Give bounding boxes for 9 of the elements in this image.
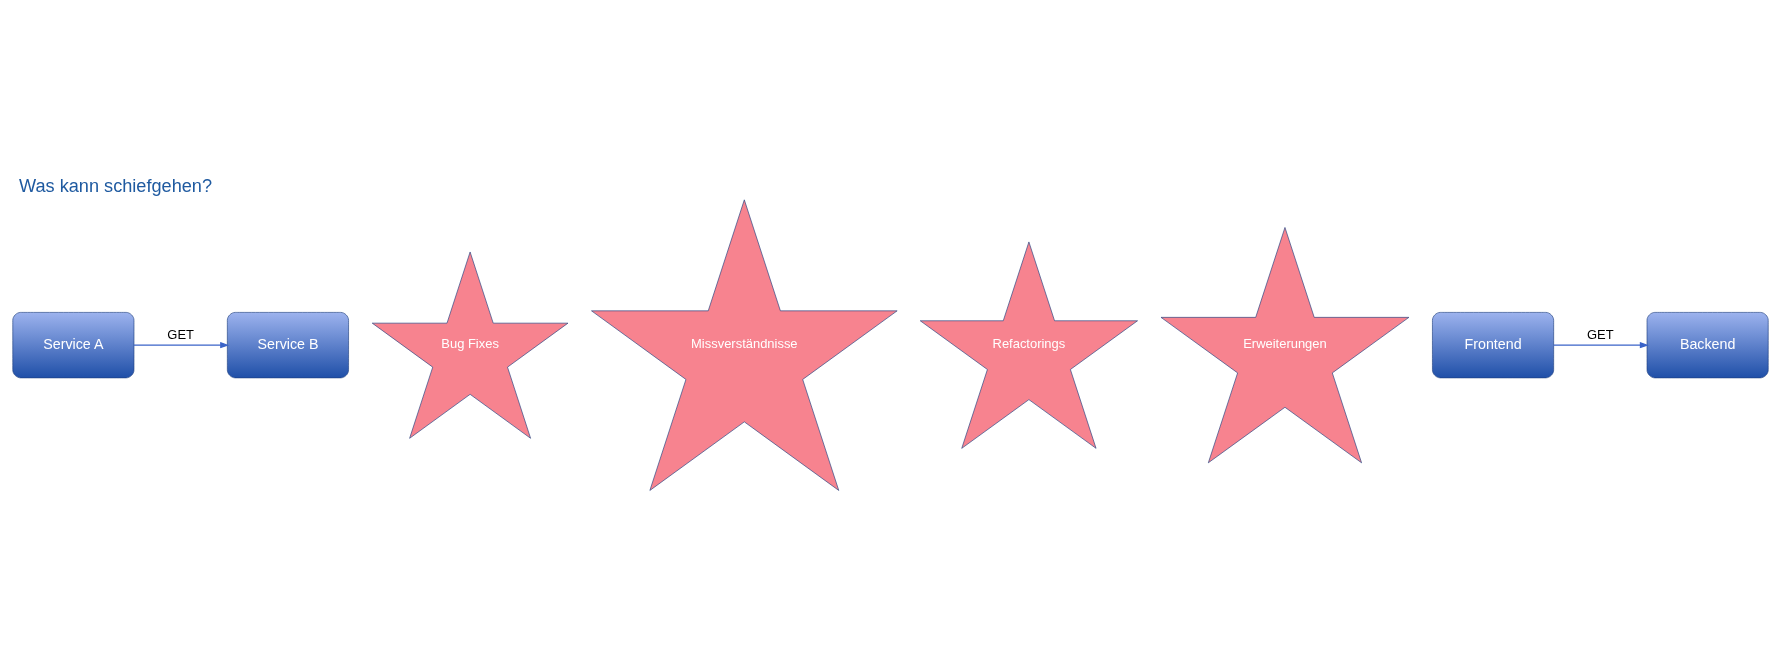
node-box: Service B bbox=[227, 312, 349, 379]
arrow bbox=[133, 341, 230, 349]
diagram-title: Was kann schiefgehen? bbox=[19, 175, 212, 196]
node-box: Service A bbox=[12, 312, 135, 379]
node-box: Backend bbox=[1646, 312, 1769, 379]
edge-label: GET bbox=[167, 327, 194, 343]
edge-label: GET bbox=[1587, 327, 1614, 343]
arrow bbox=[1553, 341, 1649, 349]
node-box: Frontend bbox=[1432, 312, 1554, 379]
